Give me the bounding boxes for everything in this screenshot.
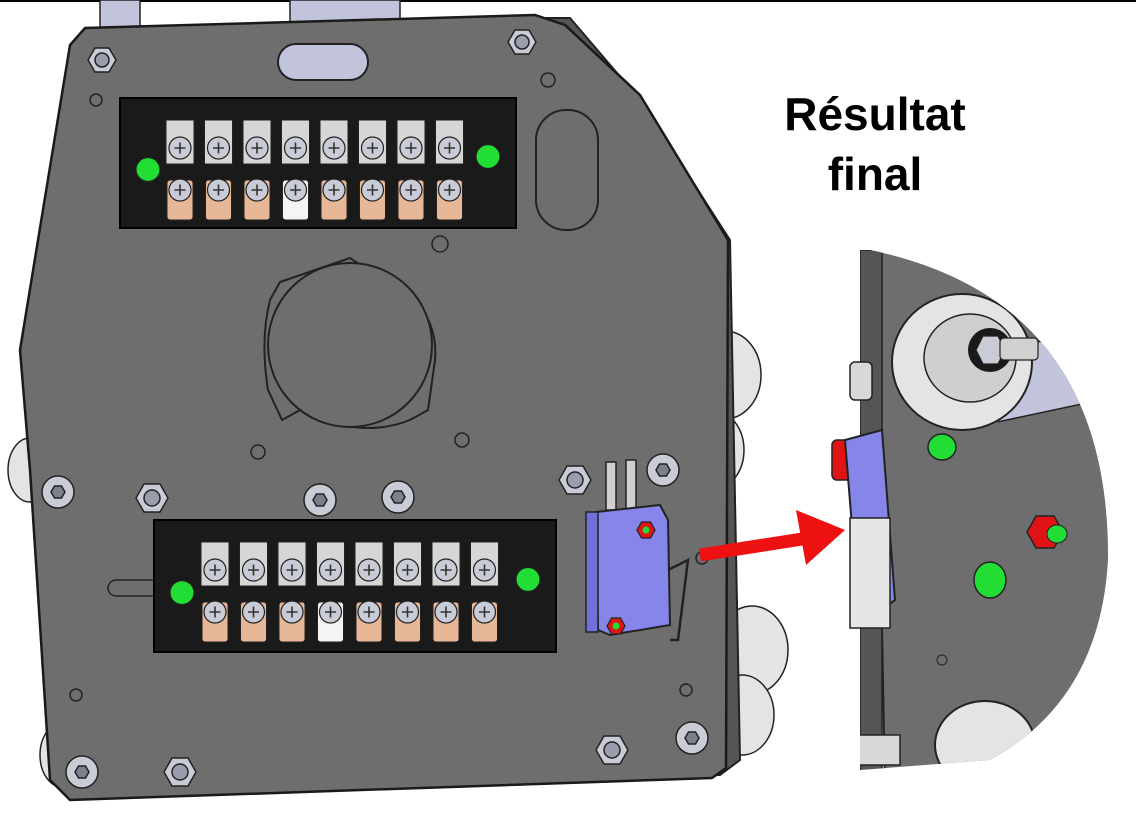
terminal: [200, 541, 230, 643]
terminal: [165, 119, 195, 221]
terminal: [470, 541, 499, 643]
side-slot: [535, 109, 599, 231]
mounting-screw-icon: [475, 143, 501, 170]
terminal: [358, 119, 387, 221]
terminal: [316, 541, 345, 643]
plate-holes: [69, 72, 709, 702]
microswitch-icon: [585, 459, 690, 642]
detail-switch-side: [831, 361, 897, 629]
mounting-screw-icon: [135, 156, 161, 183]
terminal: [319, 119, 349, 221]
mounting-screw-icon: [515, 566, 541, 593]
terminal: [431, 541, 461, 643]
center-cutout: [263, 256, 437, 429]
terminal-block-upper: [119, 97, 517, 229]
socket-bolts: [41, 453, 709, 789]
caption-line-2: final: [827, 148, 923, 200]
terminal: [393, 541, 422, 643]
hex-nuts: [87, 29, 629, 787]
arrow-right-icon: [698, 510, 845, 565]
result-caption: Résultat final: [760, 84, 990, 204]
top-slot: [277, 43, 369, 81]
caption-line-1: Résultat: [784, 88, 966, 140]
terminal: [204, 119, 233, 221]
terminal: [354, 541, 384, 643]
detail-view: [860, 250, 1109, 770]
terminal: [435, 119, 464, 221]
terminal: [239, 541, 268, 643]
terminal: [277, 541, 307, 643]
terminal: [242, 119, 272, 221]
terminal-block-lower: [153, 519, 557, 653]
mounting-screw-icon: [169, 579, 195, 606]
terminal: [281, 119, 310, 221]
terminal: [396, 119, 426, 221]
rods: [99, 0, 401, 41]
